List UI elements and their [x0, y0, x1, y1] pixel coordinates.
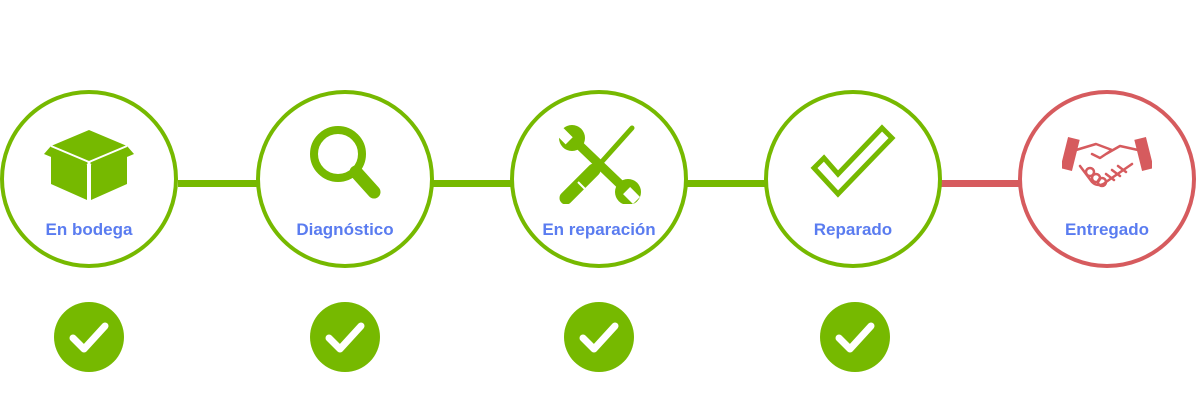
- handshake-icon: [1062, 124, 1152, 204]
- step-en-bodega: En bodega: [0, 90, 178, 268]
- step-diagnostico: Diagnóstico: [256, 90, 434, 268]
- connector-2-3: [432, 180, 514, 187]
- check-circle-icon: [564, 302, 634, 372]
- check-circle-icon: [820, 302, 890, 372]
- step-label: Diagnóstico: [296, 220, 394, 239]
- step-entregado: Entregado: [1018, 90, 1196, 268]
- step-label: En reparación: [542, 220, 656, 239]
- step-en-reparacion: En reparación: [510, 90, 688, 268]
- tools-icon: [554, 124, 644, 204]
- magnifier-icon: [300, 124, 390, 204]
- step-label: Entregado: [1064, 220, 1150, 239]
- checkmark-outline-icon: [808, 124, 898, 204]
- check-circle-icon: [310, 302, 380, 372]
- connector-1-2: [178, 180, 260, 187]
- box-icon: [44, 124, 134, 204]
- connector-3-4: [686, 180, 768, 187]
- step-reparado: Reparado: [764, 90, 942, 268]
- check-circle-icon: [54, 302, 124, 372]
- step-label: Reparado: [813, 220, 893, 239]
- connector-4-5: [940, 180, 1024, 187]
- step-label: En bodega: [45, 220, 133, 239]
